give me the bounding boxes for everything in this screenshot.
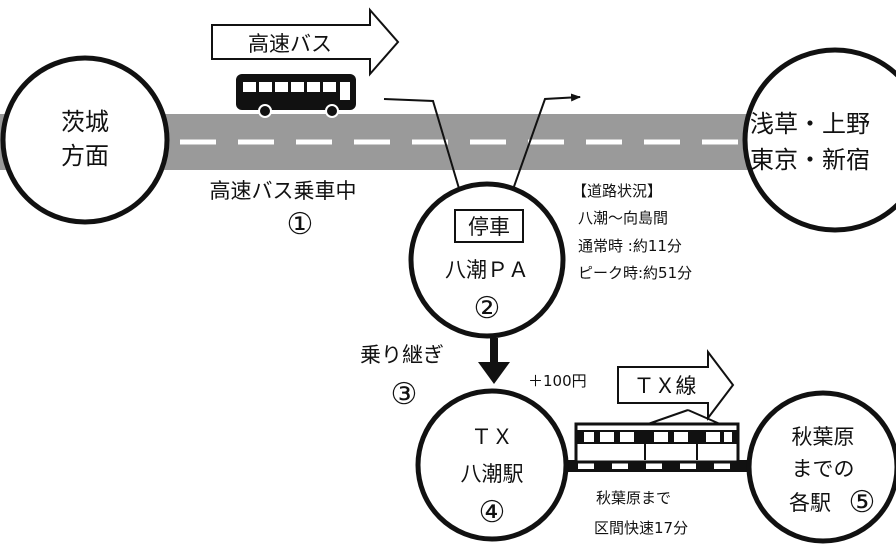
road-status-peak: ピーク時:約51分 — [578, 264, 692, 282]
tx-line-arrow: ＴＸ線 — [617, 349, 735, 421]
transfer-down-arrow — [478, 338, 510, 384]
step-4-number: ④ — [479, 495, 506, 530]
road-status-normal: 通常時 :約11分 — [578, 237, 682, 255]
akihabara-label-line3: 各駅 — [789, 491, 831, 515]
transfer-fare: ＋100円 — [528, 372, 587, 390]
ibaraki-label-line1: 茨城 — [61, 108, 109, 136]
stop-box — [454, 209, 524, 243]
tx-station-label-line2: 八潮駅 — [461, 462, 524, 486]
tokyo-label-line1: 浅草・上野 — [750, 110, 870, 138]
step-2-number: ② — [474, 291, 501, 326]
tx-line-arrow-label: ＴＸ線 — [634, 374, 697, 398]
step-5-number: ⑤ — [849, 485, 876, 520]
highway-bus-arrow: 高速バス — [211, 7, 400, 77]
yashio-pa-label: 八潮ＰＡ — [445, 258, 529, 282]
transfer-label: 乗り継ぎ — [360, 343, 444, 367]
bus-exit-to-pa-arrow — [383, 98, 468, 213]
step-3-number: ③ — [391, 377, 418, 412]
road-status-section: 八潮～向島間 — [578, 209, 668, 227]
tokyo-label-line2: 東京・新宿 — [750, 146, 870, 174]
stop-label: 停車 — [468, 215, 510, 239]
tx-time-line1: 秋葉原まで — [596, 489, 671, 507]
bus-icon — [236, 74, 356, 118]
bus-riding-label: 高速バス乗車中 — [210, 179, 357, 203]
road-status-heading: 【道路状況】 — [572, 182, 662, 200]
tx-time-line2: 区間快速17分 — [594, 519, 688, 537]
akihabara-label-line1: 秋葉原 — [792, 425, 855, 449]
akihabara-label-line2: までの — [792, 457, 855, 481]
ibaraki-label-line2: 方面 — [61, 142, 109, 170]
akihabara-stations-circle: 秋葉原 までの 各駅 ⑤ — [746, 390, 896, 544]
bus-rejoin-highway-arrow — [504, 93, 581, 213]
step-1-number: ① — [287, 207, 314, 242]
highway-bus-arrow-label: 高速バス — [248, 32, 332, 56]
tx-station-label-line1: ＴＸ — [471, 425, 513, 449]
road-status-note: 【道路状況】 八潮～向島間 通常時 :約11分 ピーク時:約51分 — [572, 182, 692, 282]
ibaraki-direction-circle: 茨城 方面 — [0, 55, 170, 225]
tokyo-destinations-circle: 浅草・上野 東京・新宿 — [742, 47, 896, 233]
tx-yashio-station-circle: ＴＸ 八潮駅 ④ — [415, 388, 569, 542]
yashio-pa-circle: 停車 八潮ＰＡ ② — [408, 181, 566, 339]
train-icon — [574, 409, 740, 464]
